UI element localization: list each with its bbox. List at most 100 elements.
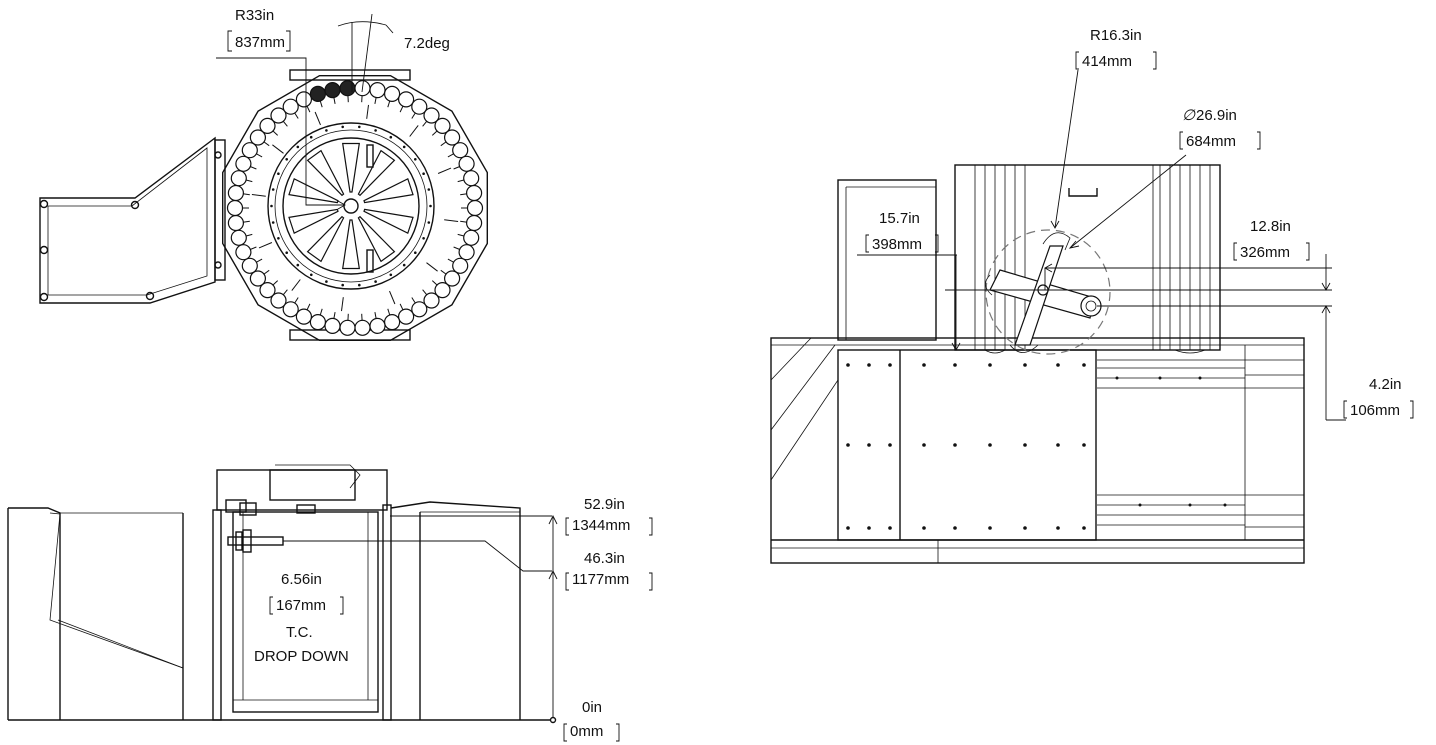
arm-radius-value: R16.3in <box>1090 27 1142 44</box>
tool-pocket <box>452 142 469 159</box>
drop-line-2: DROP DOWN <box>254 648 349 665</box>
diameter-mm: 684mm <box>1186 133 1236 150</box>
pocket-divider <box>314 111 321 126</box>
pocket-stem <box>422 289 428 296</box>
pocket-divider <box>389 290 396 305</box>
zero-value: 0in <box>582 699 602 716</box>
panel-bolt <box>867 526 871 530</box>
pocket-stem <box>411 297 416 304</box>
magazine-arm-bracket <box>39 136 226 304</box>
side-elevation-view: R16.3in 414mm ∅ 26.9in 684mm 15.7in 398m… <box>770 27 1414 564</box>
panel-bolt <box>1223 503 1227 507</box>
tool-pocket <box>423 107 440 124</box>
top-height-value: 52.9in <box>584 496 625 513</box>
tool-pocket <box>339 319 356 336</box>
pocket-stem <box>333 312 336 320</box>
tool-pocket <box>463 229 480 246</box>
tool-pocket <box>226 199 244 217</box>
pocket-stem <box>411 112 416 119</box>
tool-pocket-ring <box>226 80 484 336</box>
tool-pocket <box>241 257 258 274</box>
rim-hole <box>374 280 377 283</box>
tool-pocket <box>411 301 428 318</box>
pocket-stem <box>272 280 279 286</box>
tool-pocket <box>339 80 356 97</box>
tool-pocket <box>282 98 299 115</box>
rim-hole <box>341 283 345 287</box>
rim-hole <box>402 263 406 267</box>
right-enclosure <box>390 501 521 720</box>
tool-pocket <box>384 314 401 331</box>
pocket-divider <box>341 297 344 312</box>
tool-pocket <box>309 85 326 103</box>
drop-down-label: 6.56in 167mm T.C. DROP DOWN <box>254 571 349 665</box>
tool-pocket <box>452 257 469 274</box>
pocket-stem <box>245 179 253 183</box>
panel-bolt <box>846 443 850 447</box>
tool-pocket <box>369 317 386 334</box>
pocket-stem <box>457 179 465 183</box>
magazine-radius-label: R33in 837mm <box>227 7 291 52</box>
rim-hole <box>325 129 328 132</box>
pocket-stem <box>457 233 465 237</box>
pocket-stem <box>431 280 438 286</box>
pocket-divider <box>409 125 419 137</box>
diameter-symbol: ∅ <box>1182 107 1196 124</box>
pocket-stem <box>447 258 455 263</box>
panel-bolt <box>888 363 892 367</box>
rim-hole <box>277 172 280 175</box>
pocket-divider <box>437 167 452 174</box>
panel-bolt <box>1056 443 1060 447</box>
rim-hole <box>277 237 280 240</box>
wheel-opening <box>306 149 345 197</box>
rim-hole <box>285 158 289 161</box>
rim-hole <box>422 172 425 175</box>
offset-b-value: 4.2in <box>1369 376 1402 393</box>
pocket-stem <box>249 165 257 170</box>
tool-pocket <box>227 184 244 202</box>
tool-pocket <box>295 91 312 108</box>
pocket-divider <box>272 144 284 154</box>
tool-pocket <box>423 292 440 309</box>
rim-hole <box>374 129 377 132</box>
pocket-stem <box>333 96 336 104</box>
height-a-mm: 398mm <box>872 236 922 253</box>
tool-pocket <box>227 214 244 232</box>
spindle-tool <box>227 529 284 553</box>
tool-change-arm <box>985 229 1111 355</box>
pocket-stem <box>319 308 323 316</box>
panel-bolt <box>988 363 992 367</box>
tool-pocket <box>354 319 371 336</box>
front-dimensions: 52.9in 1344mm 46.3in 1177mm 0in 0mm <box>283 496 653 742</box>
tool-pocket <box>434 117 451 135</box>
tool-pocket <box>458 155 475 172</box>
machine-base <box>770 337 1305 564</box>
tool-pocket <box>309 314 326 331</box>
panel-bolt <box>1198 376 1202 380</box>
pocket-stem <box>242 220 250 223</box>
pocket-divider <box>251 194 266 197</box>
tool-pocket <box>466 184 483 202</box>
pocket-stem <box>440 269 447 275</box>
offset-a-value: 12.8in <box>1250 218 1291 235</box>
pocket-stem <box>306 105 311 113</box>
wheel-opening <box>342 219 360 270</box>
pocket-stem <box>399 303 404 311</box>
tool-pocket <box>434 282 451 299</box>
panel-bolt <box>867 443 871 447</box>
tool-pocket <box>259 117 276 135</box>
panel-bolt <box>1082 443 1086 447</box>
wheel-opening <box>306 215 345 263</box>
pocket-stem <box>294 297 299 304</box>
tool-pocket <box>249 270 266 287</box>
panel-bolt <box>1082 363 1086 367</box>
drop-value: 6.56in <box>281 571 322 588</box>
rim-hole <box>325 280 328 283</box>
tool-pocket <box>230 170 247 187</box>
spindle-height-value: 46.3in <box>584 550 625 567</box>
pocket-stem <box>374 96 377 104</box>
pocket-stem <box>422 120 428 127</box>
rim-hole <box>270 204 273 208</box>
drop-line-1: T.C. <box>286 624 313 641</box>
rim-hole <box>414 251 417 254</box>
